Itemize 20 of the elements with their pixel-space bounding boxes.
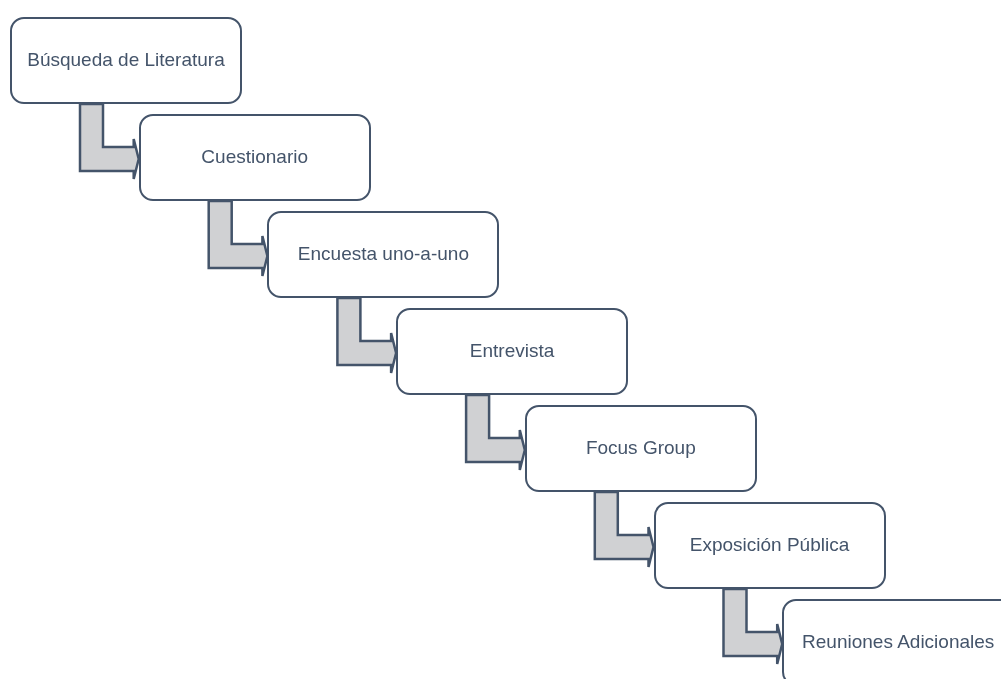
process-box xyxy=(138,114,371,201)
bent-arrow xyxy=(593,490,655,569)
bent-arrow xyxy=(722,587,784,666)
step-label: Reuniones Adicionales xyxy=(802,630,995,655)
process-box xyxy=(396,308,629,395)
bent-arrow xyxy=(464,393,527,472)
step-label: Exposición Pública xyxy=(689,533,850,558)
bent-arrow xyxy=(336,296,398,375)
process-box xyxy=(267,211,500,298)
step-label: Entrevista xyxy=(469,339,555,364)
step-label: Cuestionario xyxy=(201,145,308,170)
step-label: Focus Group xyxy=(585,436,696,461)
process-box xyxy=(782,599,1001,679)
process-box xyxy=(653,502,886,589)
step-label: Encuesta uno-a-uno xyxy=(297,242,469,267)
bent-arrow xyxy=(207,199,269,278)
step-label: Búsqueda de Literatura xyxy=(27,48,225,73)
bent-arrow xyxy=(78,102,140,181)
process-box xyxy=(10,17,242,104)
process-box xyxy=(524,405,757,492)
